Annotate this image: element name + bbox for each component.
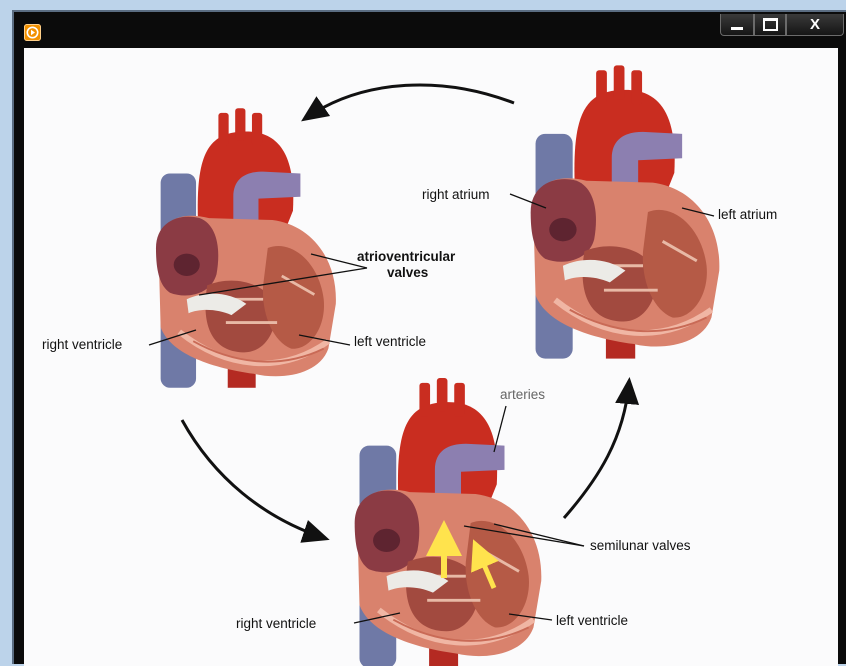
close-icon: X xyxy=(810,16,820,33)
label-right-ventricle-bottom: right ventricle xyxy=(236,617,316,631)
minimize-icon xyxy=(731,27,743,30)
window-controls: X xyxy=(720,14,844,36)
maximize-icon xyxy=(763,18,778,31)
heart-ventricular-systole-illustration xyxy=(355,378,542,666)
label-right-atrium: right atrium xyxy=(422,188,490,202)
app-window: X xyxy=(12,10,846,664)
cycle-arrow-top xyxy=(306,85,514,118)
cardiac-cycle-diagram xyxy=(24,48,838,666)
label-semilunar-valves: semilunar valves xyxy=(590,539,691,553)
label-atrioventricular: atrioventricular xyxy=(357,250,455,264)
viewer-content: atrioventricular valves right ventricle … xyxy=(24,48,838,666)
label-left-ventricle-bottom: left ventricle xyxy=(556,614,628,628)
heart-atrial-systole-illustration xyxy=(531,65,720,358)
close-button[interactable]: X xyxy=(786,14,844,36)
heart-diastole-illustration xyxy=(156,108,336,388)
cycle-arrow-right xyxy=(564,383,629,518)
media-player-icon[interactable] xyxy=(24,24,41,41)
cycle-arrow-left xyxy=(182,420,324,538)
label-left-atrium: left atrium xyxy=(718,208,777,222)
label-valves: valves xyxy=(387,266,428,280)
minimize-button[interactable] xyxy=(720,14,754,36)
title-bar[interactable]: X xyxy=(14,12,846,48)
label-left-ventricle-top: left ventricle xyxy=(354,335,426,349)
label-arteries: arteries xyxy=(500,388,545,402)
label-right-ventricle-top: right ventricle xyxy=(42,338,122,352)
maximize-button[interactable] xyxy=(754,14,786,36)
